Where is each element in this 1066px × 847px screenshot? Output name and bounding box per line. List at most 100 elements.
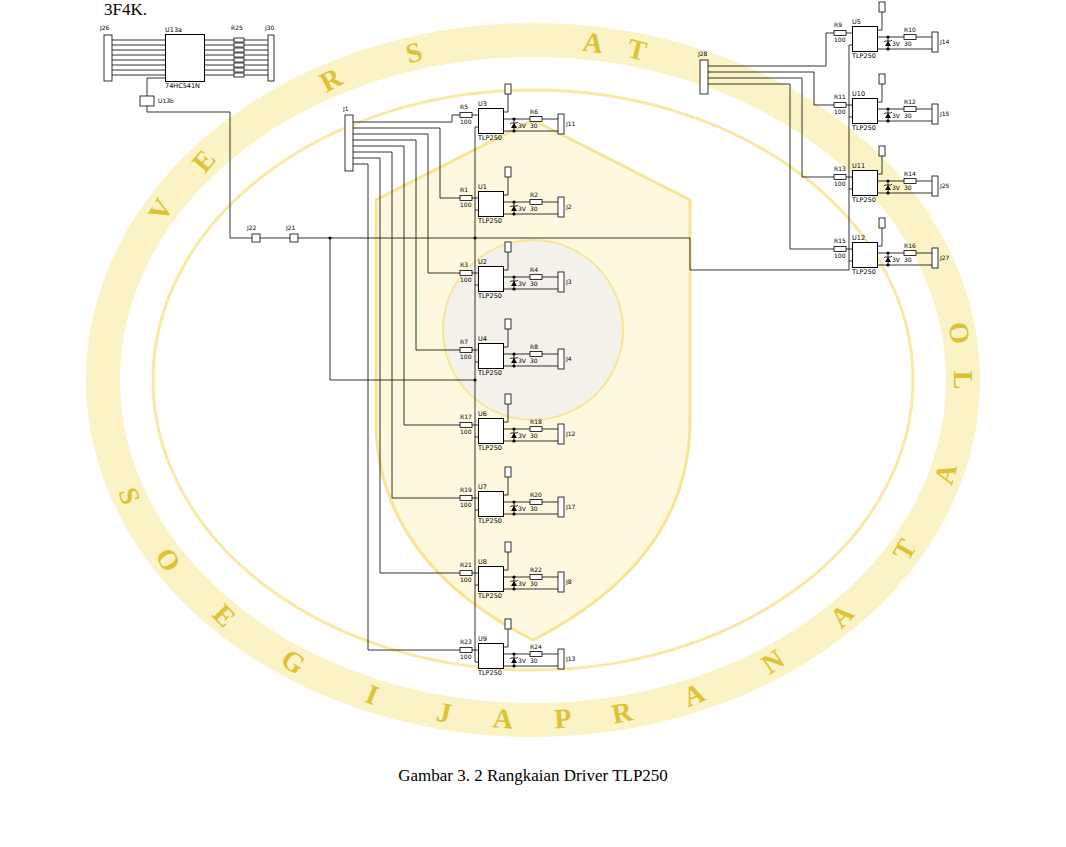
watermark-emblem <box>443 240 623 420</box>
ic-part-number: 74HC541N <box>165 82 200 90</box>
header-label: J25 <box>940 182 949 189</box>
optocoupler-ic: U5TLP250 <box>852 18 878 60</box>
optocoupler-ic: U6TLP250 <box>478 410 504 452</box>
wire <box>504 654 530 655</box>
ic-designator: U4 <box>478 335 487 343</box>
resistor-symbol <box>834 175 846 180</box>
ic-part-number: TLP250 <box>478 517 502 525</box>
pin-header <box>558 197 564 217</box>
wire <box>504 329 508 347</box>
wire <box>353 115 460 122</box>
resistor-label: R9 <box>834 21 842 28</box>
junction-dot <box>512 364 515 367</box>
resistor-symbol <box>460 496 472 501</box>
junction-dot <box>512 652 515 655</box>
wire <box>504 131 558 132</box>
ground-bus <box>475 127 476 662</box>
ic-designator: U13a <box>165 26 182 34</box>
pin-header <box>505 319 511 329</box>
resistor-symbol <box>234 63 244 67</box>
wire <box>112 75 165 76</box>
pin-header <box>879 2 885 12</box>
wire <box>878 181 904 182</box>
wire <box>504 429 530 430</box>
wire <box>878 109 904 110</box>
resistor-value: 30 <box>530 432 538 439</box>
wire <box>878 228 882 246</box>
wire <box>504 177 508 195</box>
junction-dot <box>512 439 515 442</box>
pin-header <box>505 242 511 252</box>
resistor-value: 30 <box>904 184 912 191</box>
resistor-symbol <box>460 571 472 576</box>
resistor-value: 30 <box>530 657 538 664</box>
ic-designator: U11 <box>852 162 865 170</box>
resistor-value: 100 <box>460 576 471 583</box>
resistor-symbol <box>530 117 542 122</box>
wire <box>542 577 558 578</box>
zener-diode-symbol <box>510 122 518 124</box>
resistor-label: R1 <box>460 186 468 193</box>
resistor-symbol <box>904 179 916 184</box>
zener-diode-symbol <box>885 257 891 262</box>
junction-dot <box>512 664 515 667</box>
resistor-value: 30 <box>530 205 538 212</box>
pin-header <box>879 74 885 84</box>
zener-diode-symbol <box>884 256 892 258</box>
wire <box>542 429 558 430</box>
wire <box>112 60 165 61</box>
resistor-label: R18 <box>530 418 542 425</box>
resistor-symbol <box>530 275 542 280</box>
zener-diode-symbol <box>510 280 518 282</box>
ic-body <box>478 266 504 292</box>
resistor-label: R24 <box>530 643 542 650</box>
wire <box>244 75 268 76</box>
diode-value: 3V <box>892 40 900 47</box>
header-label: J12 <box>566 430 575 437</box>
wire <box>112 45 165 46</box>
ic-part-number: TLP250 <box>478 592 502 600</box>
ribbon-header <box>104 35 112 81</box>
wire <box>504 252 508 270</box>
wire <box>205 45 234 46</box>
wire <box>244 50 268 51</box>
part-label: J26 <box>100 24 109 31</box>
wire <box>330 238 475 380</box>
watermark-ring <box>153 90 913 670</box>
ic-part-number: TLP250 <box>852 124 876 132</box>
header-label: J27 <box>940 254 949 261</box>
wire <box>504 277 530 278</box>
resistor-label: R23 <box>460 638 472 645</box>
pin-header <box>505 467 511 477</box>
junction-dot <box>512 500 515 503</box>
wire <box>298 238 849 270</box>
resistor-symbol <box>530 200 542 205</box>
optocoupler-ic: U3TLP250 <box>478 100 504 142</box>
resistor-symbol <box>530 500 542 505</box>
junction-dot <box>512 575 515 578</box>
zener-diode-symbol <box>511 433 517 438</box>
header-label: J11 <box>566 120 575 127</box>
part-label: J21 <box>286 224 295 231</box>
wire <box>205 60 234 61</box>
resistor-label: R16 <box>904 242 916 249</box>
resistor-symbol <box>234 68 244 72</box>
optocoupler-ic: U8TLP250 <box>478 558 504 600</box>
wire <box>878 84 882 102</box>
wire <box>504 441 558 442</box>
resistor-symbol <box>460 113 472 118</box>
ic-designator: U7 <box>478 483 487 491</box>
wire <box>916 253 932 254</box>
wire <box>353 146 460 425</box>
watermark-ring <box>103 40 963 720</box>
figure-caption: Gambar 3. 2 Rangkaian Driver TLP250 <box>0 766 1066 786</box>
resistor-value: 30 <box>904 40 912 47</box>
pin-header <box>505 542 511 552</box>
resistor-symbol <box>530 575 542 580</box>
resistor-symbol <box>530 652 542 657</box>
pin-header <box>558 114 564 134</box>
ic-part-number: TLP250 <box>852 268 876 276</box>
resistor-label: R19 <box>460 486 472 493</box>
resistor-label: R3 <box>460 261 468 268</box>
